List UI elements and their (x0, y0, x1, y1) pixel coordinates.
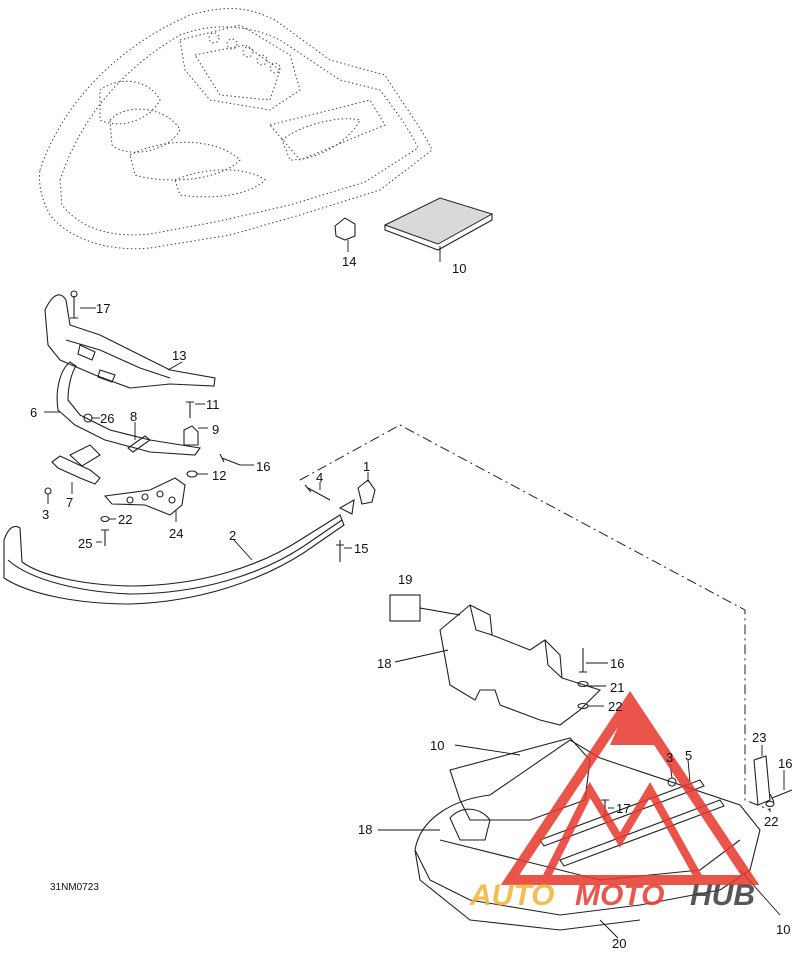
drawing-number: 31NM0723 (50, 882, 99, 893)
part-10-insulation (449, 737, 591, 821)
part-12-washer (186, 470, 208, 478)
watermark-text-moto: MOTO (575, 879, 664, 912)
callout-15: 15 (354, 541, 368, 556)
callout-10-top: 10 (452, 261, 466, 276)
part-18-upper-tray (394, 604, 602, 726)
part-14-clip (334, 217, 356, 252)
callout-8: 8 (130, 409, 137, 424)
callout-22-a: 22 (118, 512, 132, 527)
part-10-pad-top (383, 197, 494, 262)
callout-2: 2 (229, 528, 236, 543)
part-22-washer-b (577, 702, 604, 710)
watermark-text: AUTO MOTO HUB (469, 879, 755, 912)
part-16-bolt-a (219, 453, 254, 466)
part-22-washer-a (100, 515, 116, 523)
part-8-tie (127, 422, 151, 453)
callout-12: 12 (212, 468, 226, 483)
watermark-logo (500, 690, 760, 885)
callout-11: 11 (206, 397, 220, 412)
callout-4: 4 (316, 470, 323, 485)
callout-16-b: 16 (610, 656, 624, 671)
callout-6: 6 (30, 405, 37, 420)
part-2-bumper (3, 514, 345, 605)
callout-7: 7 (66, 495, 73, 510)
callout-22-c: 22 (764, 814, 778, 829)
watermark-text-auto: AUTO (469, 879, 554, 912)
part-21-washer (577, 680, 606, 688)
callout-18-a: 18 (377, 656, 391, 671)
part-24-support (103, 477, 186, 522)
callout-22-b: 22 (608, 699, 622, 714)
part-25-bolt (96, 529, 109, 546)
callout-23: 23 (752, 730, 766, 745)
part-3-nut-a (44, 487, 52, 504)
callout-labels: 14 10 17 13 11 6 26 8 9 16 12 1 4 7 3 22… (30, 254, 792, 951)
callout-13: 13 (172, 348, 186, 363)
callout-25: 25 (78, 536, 92, 551)
callout-3-b: 3 (666, 750, 673, 765)
part-9-clip (183, 425, 208, 446)
callout-16-a: 16 (256, 459, 270, 474)
callout-24: 24 (169, 526, 183, 541)
callout-10-mid: 10 (430, 738, 444, 753)
callout-9: 9 (212, 422, 219, 437)
part-19-label (389, 594, 461, 622)
callout-14: 14 (342, 254, 356, 269)
callout-3-a: 3 (42, 507, 49, 522)
part-16-bolt-c (769, 770, 793, 803)
part-13-upper-panel (44, 294, 216, 389)
callout-17-a: 17 (96, 301, 110, 316)
part-16-bolt-b (579, 648, 608, 673)
part-11-screw (186, 401, 205, 418)
part-26-nut (83, 413, 100, 423)
part-22-washer-c (765, 800, 775, 812)
callout-5: 5 (685, 748, 692, 763)
part-17-bolt-a (70, 290, 96, 319)
callout-19: 19 (398, 572, 412, 587)
part-7-bracket (51, 444, 101, 494)
part-4-bolt (304, 482, 331, 501)
assembly-reference-line (299, 424, 771, 811)
watermark-text-hub: HUB (690, 879, 755, 912)
callout-1: 1 (363, 459, 370, 474)
callout-10-bottom: 10 (776, 922, 790, 937)
part-6-bracket (44, 361, 201, 456)
callout-26: 26 (100, 411, 114, 426)
callout-16-c: 16 (778, 756, 792, 771)
callout-20: 20 (612, 936, 626, 951)
callout-17-b: 17 (616, 801, 630, 816)
part-15-bolt (336, 540, 352, 562)
part-23-bracket (753, 745, 771, 806)
part-1-clip (338, 472, 376, 515)
hood-outline (39, 8, 433, 250)
callout-18-b: 18 (358, 822, 372, 837)
callout-21: 21 (610, 680, 624, 695)
